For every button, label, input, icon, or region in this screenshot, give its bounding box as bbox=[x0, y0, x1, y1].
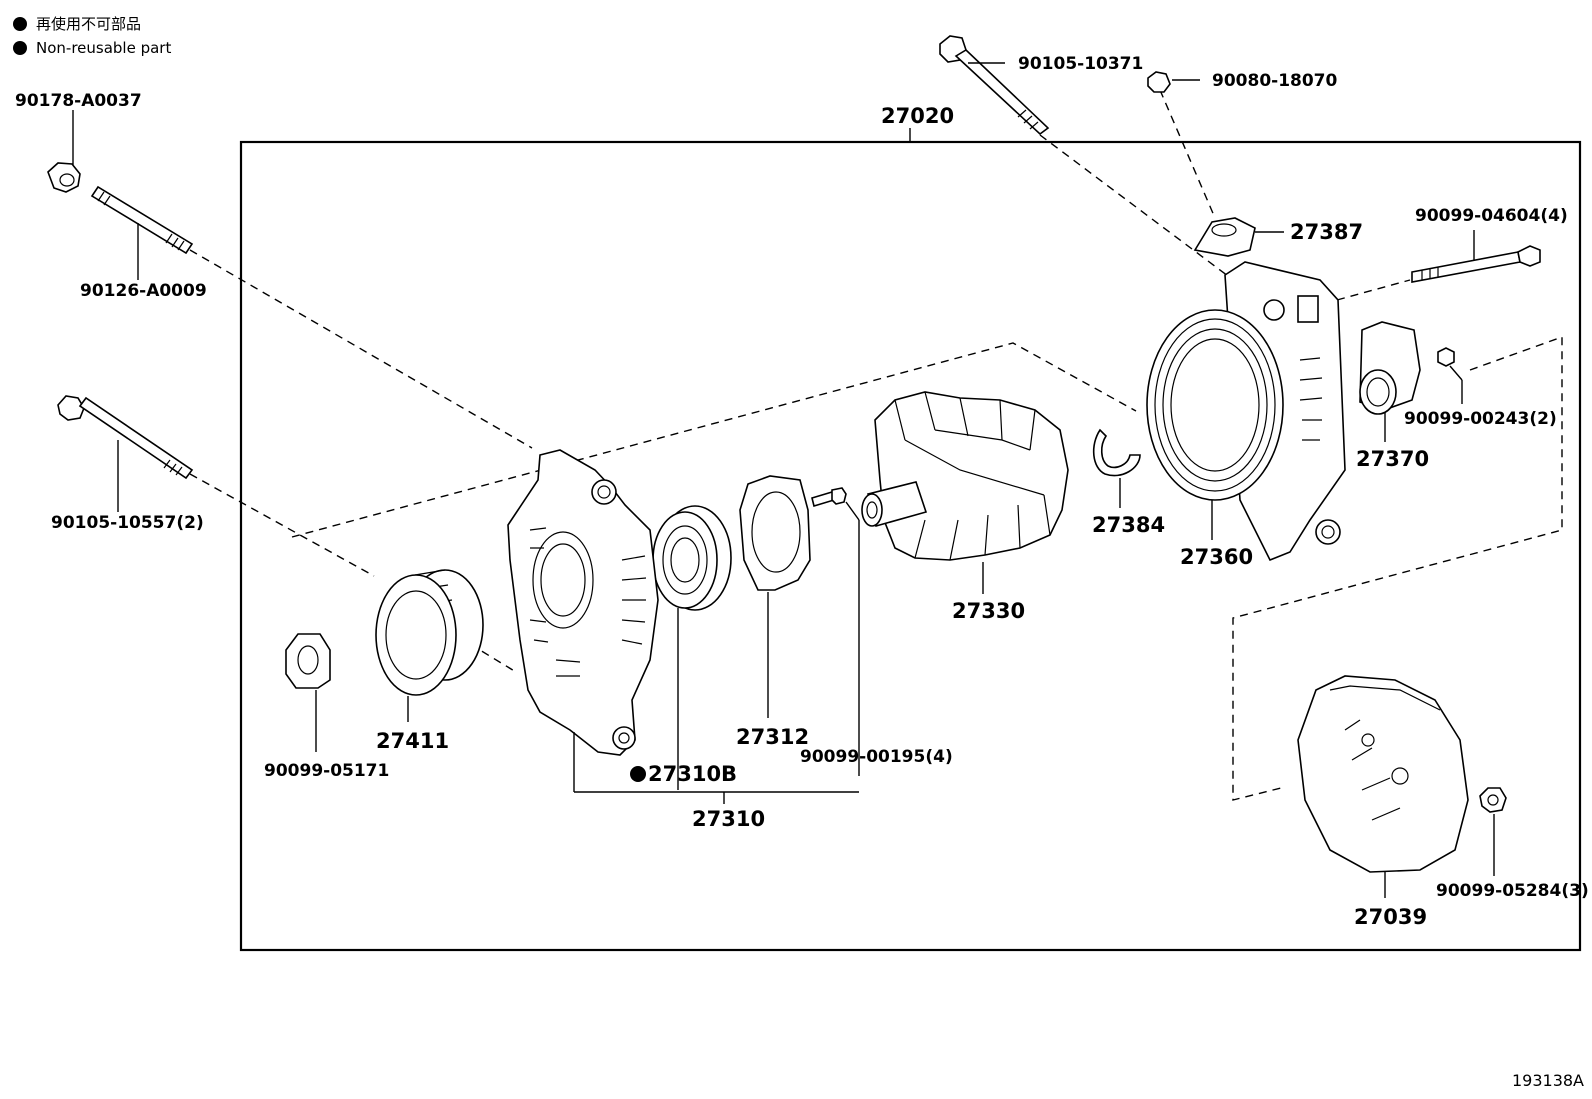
label-27312: 27312 bbox=[736, 725, 809, 749]
label-27039: 27039 bbox=[1354, 905, 1427, 929]
drawing-id: 193138A bbox=[1512, 1071, 1584, 1090]
label-27330: 27330 bbox=[952, 599, 1025, 623]
part-27384: 27384 bbox=[1092, 428, 1165, 537]
non-reusable-marker-icon bbox=[630, 766, 646, 782]
part-90105-10557: 90105-10557(2) bbox=[51, 395, 204, 533]
label-27310: 27310 bbox=[692, 807, 765, 831]
part-90099-05171: 90099-05171 bbox=[264, 633, 389, 781]
part-27312: 27312 bbox=[736, 475, 811, 749]
label-90099-04604: 90099-04604(4) bbox=[1415, 206, 1568, 226]
part-90099-00195: 90099-00195(4) bbox=[800, 487, 953, 776]
label-27360: 27360 bbox=[1180, 545, 1253, 569]
label-27387: 27387 bbox=[1290, 220, 1363, 244]
group-bracket-27310: 27310 bbox=[574, 791, 859, 831]
part-27039: 27039 bbox=[1297, 675, 1469, 929]
label-90099-00195: 90099-00195(4) bbox=[800, 747, 953, 767]
part-27310 bbox=[507, 449, 659, 792]
label-90105-10371: 90105-10371 bbox=[1018, 54, 1143, 74]
label-27020: 27020 bbox=[881, 104, 954, 128]
label-90105-10557: 90105-10557(2) bbox=[51, 513, 204, 533]
label-90099-00243: 90099-00243(2) bbox=[1404, 409, 1557, 429]
label-90126-A0009: 90126-A0009 bbox=[80, 281, 207, 301]
label-27310B: 27310B bbox=[648, 762, 737, 786]
part-27360: 27360 bbox=[1146, 261, 1346, 569]
part-27411: 27411 bbox=[375, 569, 484, 753]
label-90178-A0037: 90178-A0037 bbox=[15, 91, 142, 111]
non-reusable-marker-icon bbox=[13, 17, 27, 31]
label-90099-05284: 90099-05284(3) bbox=[1436, 881, 1589, 901]
part-90080-18070: 90080-18070 bbox=[1147, 71, 1338, 93]
label-90080-18070: 90080-18070 bbox=[1212, 71, 1338, 91]
part-90178-A0037: 90178-A0037 bbox=[15, 91, 142, 193]
label-27384: 27384 bbox=[1092, 513, 1165, 537]
part-90126-A0009: 90126-A0009 bbox=[80, 185, 207, 301]
part-90099-00243: 90099-00243(2) bbox=[1404, 347, 1557, 429]
legend-english: Non-reusable part bbox=[36, 39, 171, 57]
legend-japanese: 再使用不可部品 bbox=[36, 15, 141, 33]
label-90099-05171: 90099-05171 bbox=[264, 761, 389, 781]
part-27387: 27387 bbox=[1193, 217, 1363, 257]
label-27370: 27370 bbox=[1356, 447, 1429, 471]
legend: 再使用不可部品 Non-reusable part bbox=[13, 15, 171, 57]
part-27310B: 27310B bbox=[630, 505, 737, 790]
non-reusable-marker-icon bbox=[13, 41, 27, 55]
part-27370: 27370 bbox=[1356, 321, 1429, 471]
part-90105-10371: 90105-10371 bbox=[939, 35, 1143, 136]
label-27411: 27411 bbox=[376, 729, 449, 753]
part-90099-04604: 90099-04604(4) bbox=[1411, 206, 1568, 283]
part-90099-05284: 90099-05284(3) bbox=[1436, 787, 1589, 901]
part-27330: 27330 bbox=[861, 391, 1069, 623]
assembly-dashed-lines bbox=[189, 89, 1563, 801]
